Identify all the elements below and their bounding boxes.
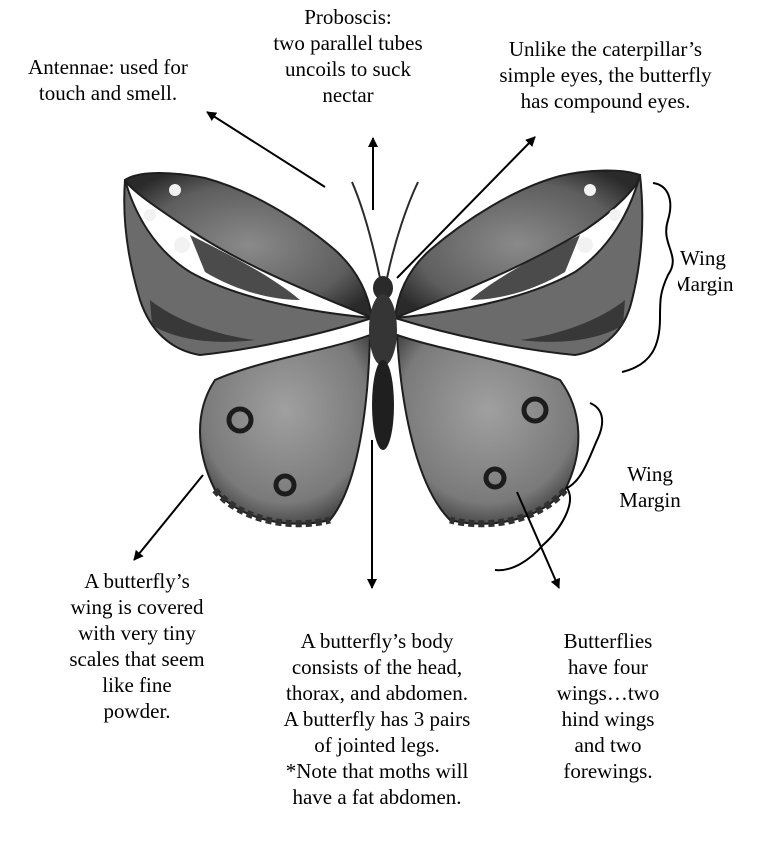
label-wing-margin-lower: Wing Margin: [595, 461, 705, 513]
wing-margin-upper-line-1: Wing: [678, 245, 769, 271]
wings-line-4: hind wings: [533, 706, 683, 732]
body-line-1: A butterfly’s body: [252, 628, 502, 654]
label-antennae: Antennae: used for touch and smell.: [18, 54, 198, 106]
proboscis-line-1: Proboscis:: [255, 4, 441, 30]
wing-margin-upper-line-2: Margin: [678, 271, 769, 297]
antenna-right: [387, 182, 418, 278]
body-line-6: *Note that moths will: [252, 758, 502, 784]
body-line-3: thorax, and abdomen.: [252, 680, 502, 706]
pointer-antennae: [207, 112, 325, 187]
wings-line-5: and two: [533, 732, 683, 758]
scales-line-4: scales that seem: [52, 646, 222, 672]
right-hindwing: [397, 335, 578, 524]
label-eyes: Unlike the caterpillar’s simple eyes, th…: [468, 36, 743, 114]
proboscis-line-3: uncoils to suck: [255, 56, 441, 82]
body-line-2: consists of the head,: [252, 654, 502, 680]
butterfly-abdomen: [372, 360, 394, 450]
wings-line-1: Butterflies: [533, 628, 683, 654]
scales-line-5: like fine: [52, 672, 222, 698]
eyes-line-3: has compound eyes.: [468, 88, 743, 114]
wings-line-2: have four: [533, 654, 683, 680]
antennae-line-1: Antennae: used for: [18, 54, 198, 80]
label-scales: A butterfly’s wing is covered with very …: [52, 568, 222, 724]
pointer-scales: [134, 475, 203, 560]
scales-line-3: with very tiny: [52, 620, 222, 646]
wing-margin-lower-line-2: Margin: [595, 487, 705, 513]
label-proboscis: Proboscis: two parallel tubes uncoils to…: [255, 4, 441, 108]
eyes-line-2: simple eyes, the butterfly: [468, 62, 743, 88]
scales-line-1: A butterfly’s: [52, 568, 222, 594]
body-line-4: A butterfly has 3 pairs: [252, 706, 502, 732]
wing-margin-lower-line-1: Wing: [595, 461, 705, 487]
scales-line-2: wing is covered: [52, 594, 222, 620]
eyes-line-1: Unlike the caterpillar’s: [468, 36, 743, 62]
proboscis-line-2: two parallel tubes: [255, 30, 441, 56]
body-line-5: of jointed legs.: [252, 732, 502, 758]
antenna-left: [352, 182, 380, 278]
antennae-line-2: touch and smell.: [18, 80, 198, 106]
proboscis-line-4: nectar: [255, 82, 441, 108]
wings-line-6: forewings.: [533, 758, 683, 784]
label-body: A butterfly’s body consists of the head,…: [252, 628, 502, 810]
body-line-7: have a fat abdomen.: [252, 784, 502, 810]
scales-line-6: powder.: [52, 698, 222, 724]
butterfly-thorax: [369, 294, 397, 366]
label-wings: Butterflies have four wings…two hind win…: [533, 628, 683, 784]
label-wing-margin-upper: Wing Margin: [678, 245, 769, 297]
wings-line-3: wings…two: [533, 680, 683, 706]
butterfly-illustration: [124, 171, 642, 524]
